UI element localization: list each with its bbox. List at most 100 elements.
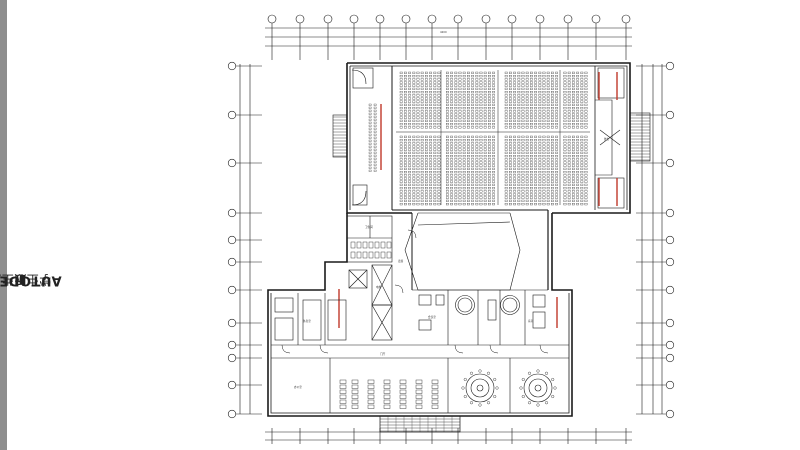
seat <box>471 155 474 158</box>
seat <box>399 135 403 138</box>
seat <box>576 126 579 129</box>
seat <box>416 199 420 202</box>
seat <box>429 158 432 161</box>
seat <box>534 167 537 170</box>
seat <box>458 126 462 129</box>
seat <box>551 78 554 81</box>
seat <box>584 158 588 161</box>
seat <box>373 151 377 154</box>
seat <box>368 118 372 121</box>
seat <box>492 71 495 74</box>
seat <box>525 187 529 190</box>
seat <box>454 81 458 84</box>
seat <box>433 174 437 177</box>
seat <box>488 91 491 94</box>
seat <box>479 203 483 206</box>
seat <box>368 130 372 133</box>
seat <box>454 203 458 206</box>
seat <box>509 174 512 177</box>
desk <box>367 384 375 389</box>
seat <box>546 190 550 193</box>
seat <box>530 94 533 97</box>
seat <box>454 94 458 97</box>
seat <box>509 81 512 84</box>
seat <box>437 190 441 193</box>
seat <box>513 190 516 193</box>
seat <box>433 177 437 180</box>
seat <box>555 148 558 151</box>
seat <box>488 78 491 81</box>
desk <box>399 384 407 389</box>
seat <box>420 164 424 167</box>
seat <box>525 180 529 183</box>
seat <box>576 116 579 119</box>
seat <box>429 171 432 174</box>
seat <box>546 135 550 138</box>
seat <box>416 75 420 78</box>
desk <box>367 394 375 399</box>
seat <box>368 103 372 106</box>
seat <box>462 174 466 177</box>
seat <box>408 87 411 90</box>
seat <box>429 199 432 202</box>
seat <box>437 97 441 100</box>
seat <box>404 119 407 122</box>
seat <box>513 71 516 74</box>
seat <box>504 139 508 142</box>
seat <box>525 91 529 94</box>
dining-chair <box>493 378 497 382</box>
seat <box>551 139 554 142</box>
seat <box>584 171 588 174</box>
seat <box>525 151 529 154</box>
seat <box>542 75 546 78</box>
seat <box>479 148 483 151</box>
seat <box>446 183 449 186</box>
axis-bubble <box>665 257 675 267</box>
seat <box>467 187 470 190</box>
seat <box>488 139 491 142</box>
seat <box>576 145 579 148</box>
seat <box>404 145 407 148</box>
seat <box>425 151 428 154</box>
seat <box>450 196 453 199</box>
seat <box>488 174 491 177</box>
seat <box>534 110 537 113</box>
seat <box>530 110 533 113</box>
seat <box>446 84 449 87</box>
seat <box>492 151 495 154</box>
seat <box>530 139 533 142</box>
seat <box>513 177 516 180</box>
dining-chair <box>551 378 555 382</box>
seat <box>471 84 474 87</box>
seat <box>408 164 411 167</box>
seat <box>572 199 575 202</box>
seat <box>450 142 453 145</box>
seat <box>492 84 495 87</box>
seat <box>521 183 525 186</box>
seat <box>450 174 453 177</box>
seat <box>538 183 542 186</box>
desk <box>399 399 407 404</box>
seat <box>404 126 407 129</box>
seat <box>572 97 575 100</box>
toilet-fixture <box>380 251 386 259</box>
seat <box>563 193 567 196</box>
seat <box>404 123 407 126</box>
seat <box>458 75 462 78</box>
seat <box>551 75 554 78</box>
seat <box>471 87 474 90</box>
seat <box>504 174 508 177</box>
axis-bubble <box>665 353 675 363</box>
seat <box>462 193 466 196</box>
seat <box>483 81 487 84</box>
seat <box>509 164 512 167</box>
seat <box>509 100 512 103</box>
seat <box>551 203 554 206</box>
seat <box>483 139 487 142</box>
seat <box>416 107 420 110</box>
seat <box>563 148 567 151</box>
seat <box>475 139 479 142</box>
seat <box>408 180 411 183</box>
seat <box>425 81 428 84</box>
seat <box>517 174 521 177</box>
